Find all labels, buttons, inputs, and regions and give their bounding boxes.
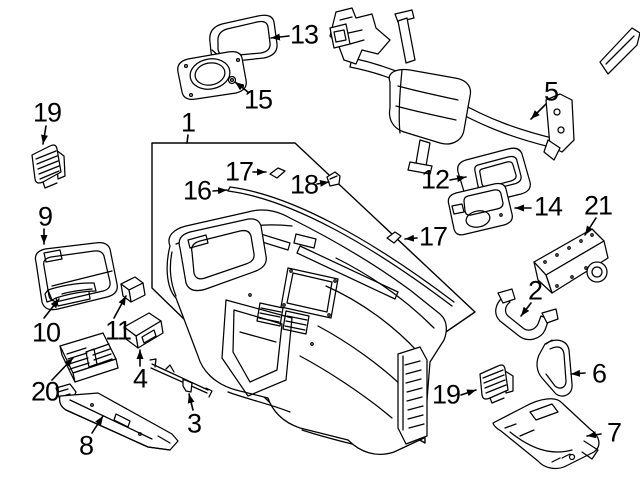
- retainer-nut-drawing: [327, 172, 340, 186]
- speaker-drawing: [178, 52, 247, 100]
- leader-17b: [405, 234, 417, 242]
- leader-2: [521, 303, 531, 316]
- glove-box-module-drawing: [534, 229, 608, 293]
- callout-label-3[interactable]: 3: [186, 408, 202, 439]
- grab-handle-drawing: [496, 289, 558, 340]
- lower-cover-panel-drawing: [493, 399, 640, 469]
- instrument-panel-drawing: [167, 210, 446, 454]
- callout-label-21[interactable]: 21: [583, 190, 613, 221]
- retainer-clip-a-drawing: [270, 168, 285, 178]
- retainer-clip-b-drawing: [387, 232, 401, 243]
- callout-label-19b[interactable]: 19: [431, 379, 461, 410]
- leader-11: [114, 296, 126, 318]
- lower-trim-panel-drawing: [56, 384, 178, 450]
- callout-label-14[interactable]: 14: [533, 191, 563, 222]
- leader-lines: [40, 33, 601, 439]
- leader-19a: [41, 126, 48, 144]
- side-air-vent-left-drawing: [32, 145, 65, 188]
- callout-label-20[interactable]: 20: [30, 376, 60, 407]
- callout-label-8[interactable]: 8: [78, 430, 94, 461]
- leader-7: [587, 431, 601, 439]
- callout-label-9[interactable]: 9: [37, 201, 53, 232]
- leader-12: [450, 175, 466, 183]
- side-air-vent-right-drawing: [480, 365, 513, 403]
- leader-21: [585, 218, 596, 235]
- storage-tray-drawing: [448, 184, 512, 235]
- callout-label-15[interactable]: 15: [243, 84, 273, 115]
- leader-5: [531, 104, 546, 119]
- cluster-hood-bezel-drawing: [35, 243, 117, 310]
- leader-16: [213, 187, 227, 195]
- leader-6: [571, 369, 585, 377]
- callout-label-12[interactable]: 12: [420, 164, 450, 195]
- leader-3: [187, 394, 195, 410]
- leader-20: [52, 358, 73, 380]
- callout-label-11[interactable]: 11: [104, 315, 132, 346]
- callout-label-10[interactable]: 10: [31, 317, 61, 348]
- crossmember-beam-drawing: [330, 8, 640, 174]
- callout-label-13[interactable]: 13: [289, 19, 319, 50]
- leader-1: [187, 135, 188, 143]
- end-side-cover-drawing: [537, 340, 572, 396]
- callout-label-17b[interactable]: 17: [418, 221, 448, 252]
- leader-19b: [461, 390, 476, 397]
- callout-label-4[interactable]: 4: [132, 363, 148, 394]
- leader-13: [271, 33, 289, 41]
- callout-label-1[interactable]: 1: [180, 107, 196, 138]
- leader-18: [317, 180, 329, 187]
- bracket-drawing: [124, 313, 163, 348]
- callout-label-19a[interactable]: 19: [32, 97, 62, 128]
- leader-15: [235, 82, 248, 92]
- center-air-vent-drawing: [60, 333, 118, 382]
- mounting-rail-drawing: [150, 359, 212, 397]
- callout-label-17a[interactable]: 17: [224, 156, 254, 187]
- callout-label-16[interactable]: 16: [182, 175, 212, 206]
- leader-8: [92, 416, 103, 433]
- leader-10: [44, 299, 59, 318]
- callout-label-5[interactable]: 5: [543, 76, 559, 107]
- callout-label-6[interactable]: 6: [591, 358, 607, 389]
- windshield-trim-strip-drawing: [228, 187, 454, 306]
- small-clip-block-drawing: [121, 277, 145, 302]
- callout-label-2[interactable]: 2: [527, 275, 543, 306]
- callout-label-18[interactable]: 18: [289, 169, 319, 200]
- callout-label-7[interactable]: 7: [606, 417, 622, 448]
